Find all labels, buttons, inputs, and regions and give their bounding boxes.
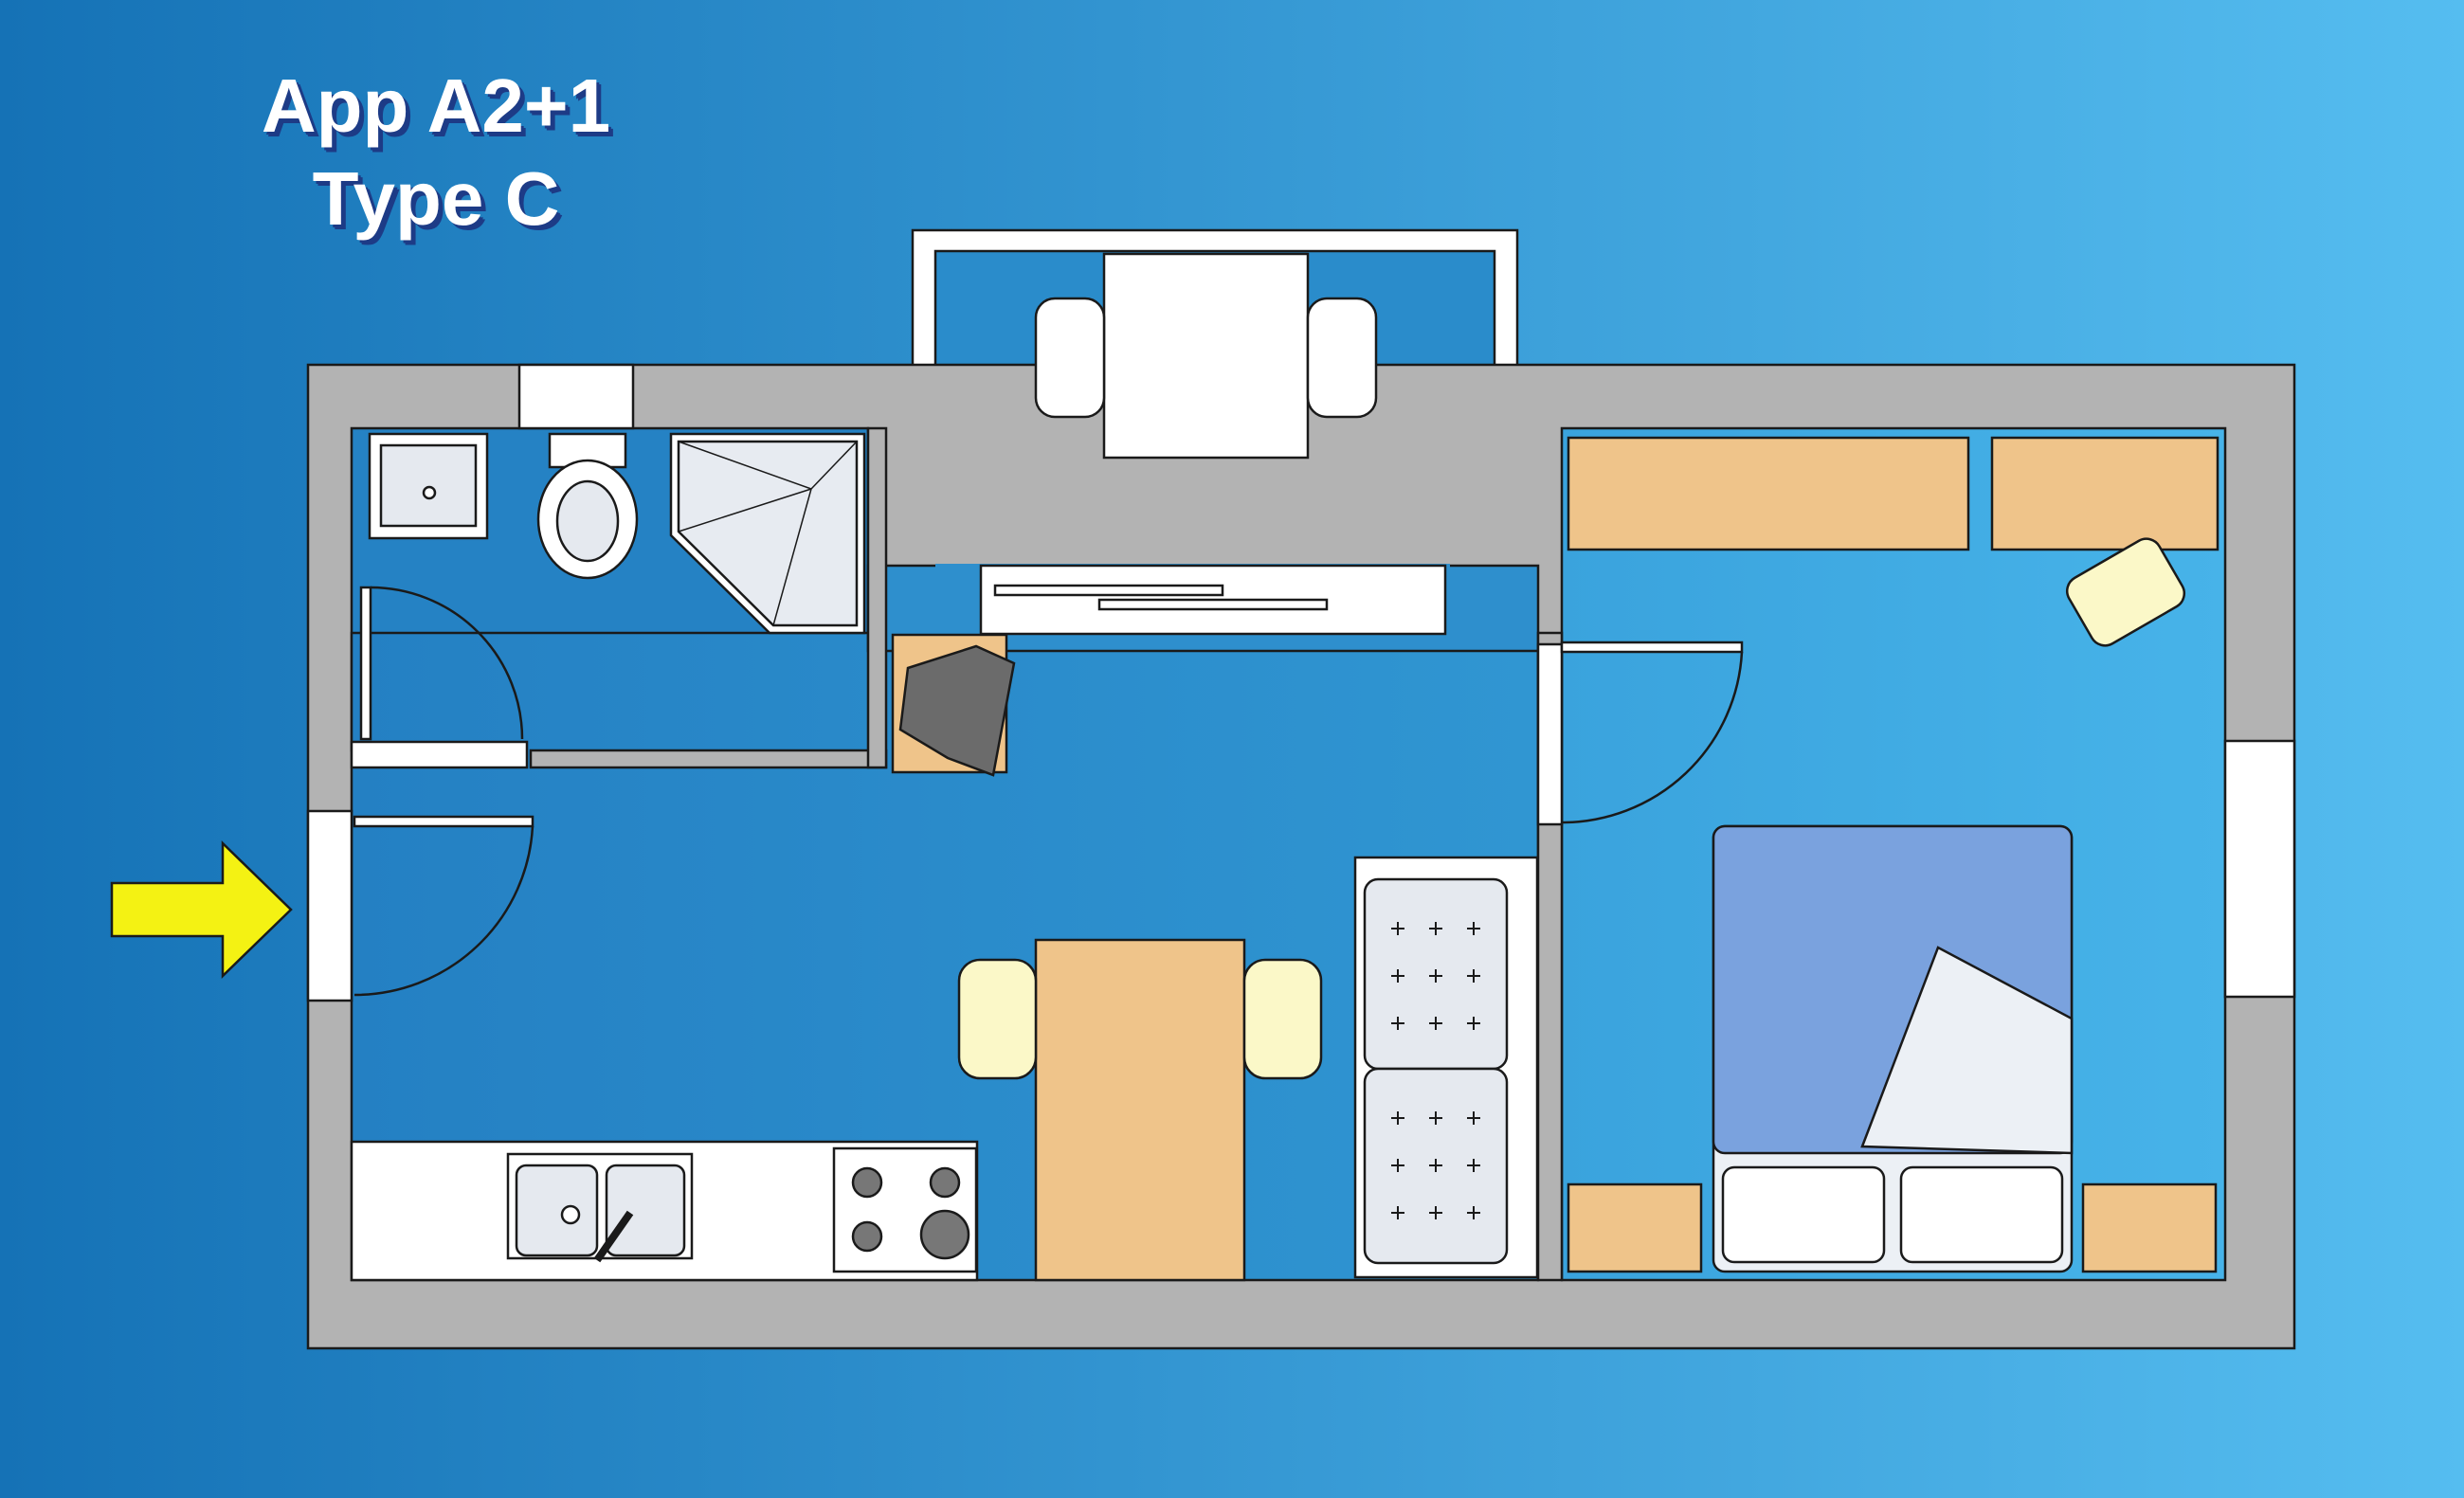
dining-table <box>1034 938 1246 1282</box>
balcony-table <box>1102 252 1310 460</box>
bathroom-side-wall <box>866 426 888 769</box>
bed-blanket-fold <box>1860 946 2074 1155</box>
dining-chair-left <box>957 958 1038 1080</box>
toilet-icon <box>548 432 627 469</box>
plan-title-line1: App A2+1 <box>261 63 611 148</box>
bedroom-window <box>2223 739 2296 999</box>
entry-arrow-icon <box>110 840 293 979</box>
balcony-chair-right <box>1306 297 1378 419</box>
desk <box>1990 436 2219 551</box>
nightstand-left <box>1567 1182 1703 1273</box>
laundry-basket-icon <box>898 644 1016 777</box>
dining-chair-right <box>1242 958 1323 1080</box>
entry-opening <box>306 809 353 1002</box>
sliding-door-rail <box>993 584 1224 597</box>
plan-title-line2: Type C <box>312 156 560 241</box>
bathroom-door-leaf[interactable] <box>359 586 372 741</box>
bedroom-door-swing <box>1561 651 1744 824</box>
nightstand-right <box>2081 1182 2218 1273</box>
bedroom-door-opening <box>1536 642 1564 826</box>
bathroom-door-opening <box>350 740 529 769</box>
bedroom-door-leaf[interactable] <box>1560 641 1744 654</box>
entry-door-swing <box>353 825 534 997</box>
bathroom-wall <box>529 749 888 769</box>
entry-door-leaf[interactable] <box>353 815 534 828</box>
desk-chair-icon <box>2065 537 2186 647</box>
wardrobe <box>1567 436 1970 551</box>
pillow-right <box>1899 1165 2064 1264</box>
pillow-left <box>1721 1165 1886 1264</box>
sliding-door-rail <box>1097 598 1329 611</box>
bathroom-door-swing <box>370 586 524 740</box>
balcony-chair-left <box>1034 297 1106 419</box>
bathroom-window <box>517 363 635 430</box>
